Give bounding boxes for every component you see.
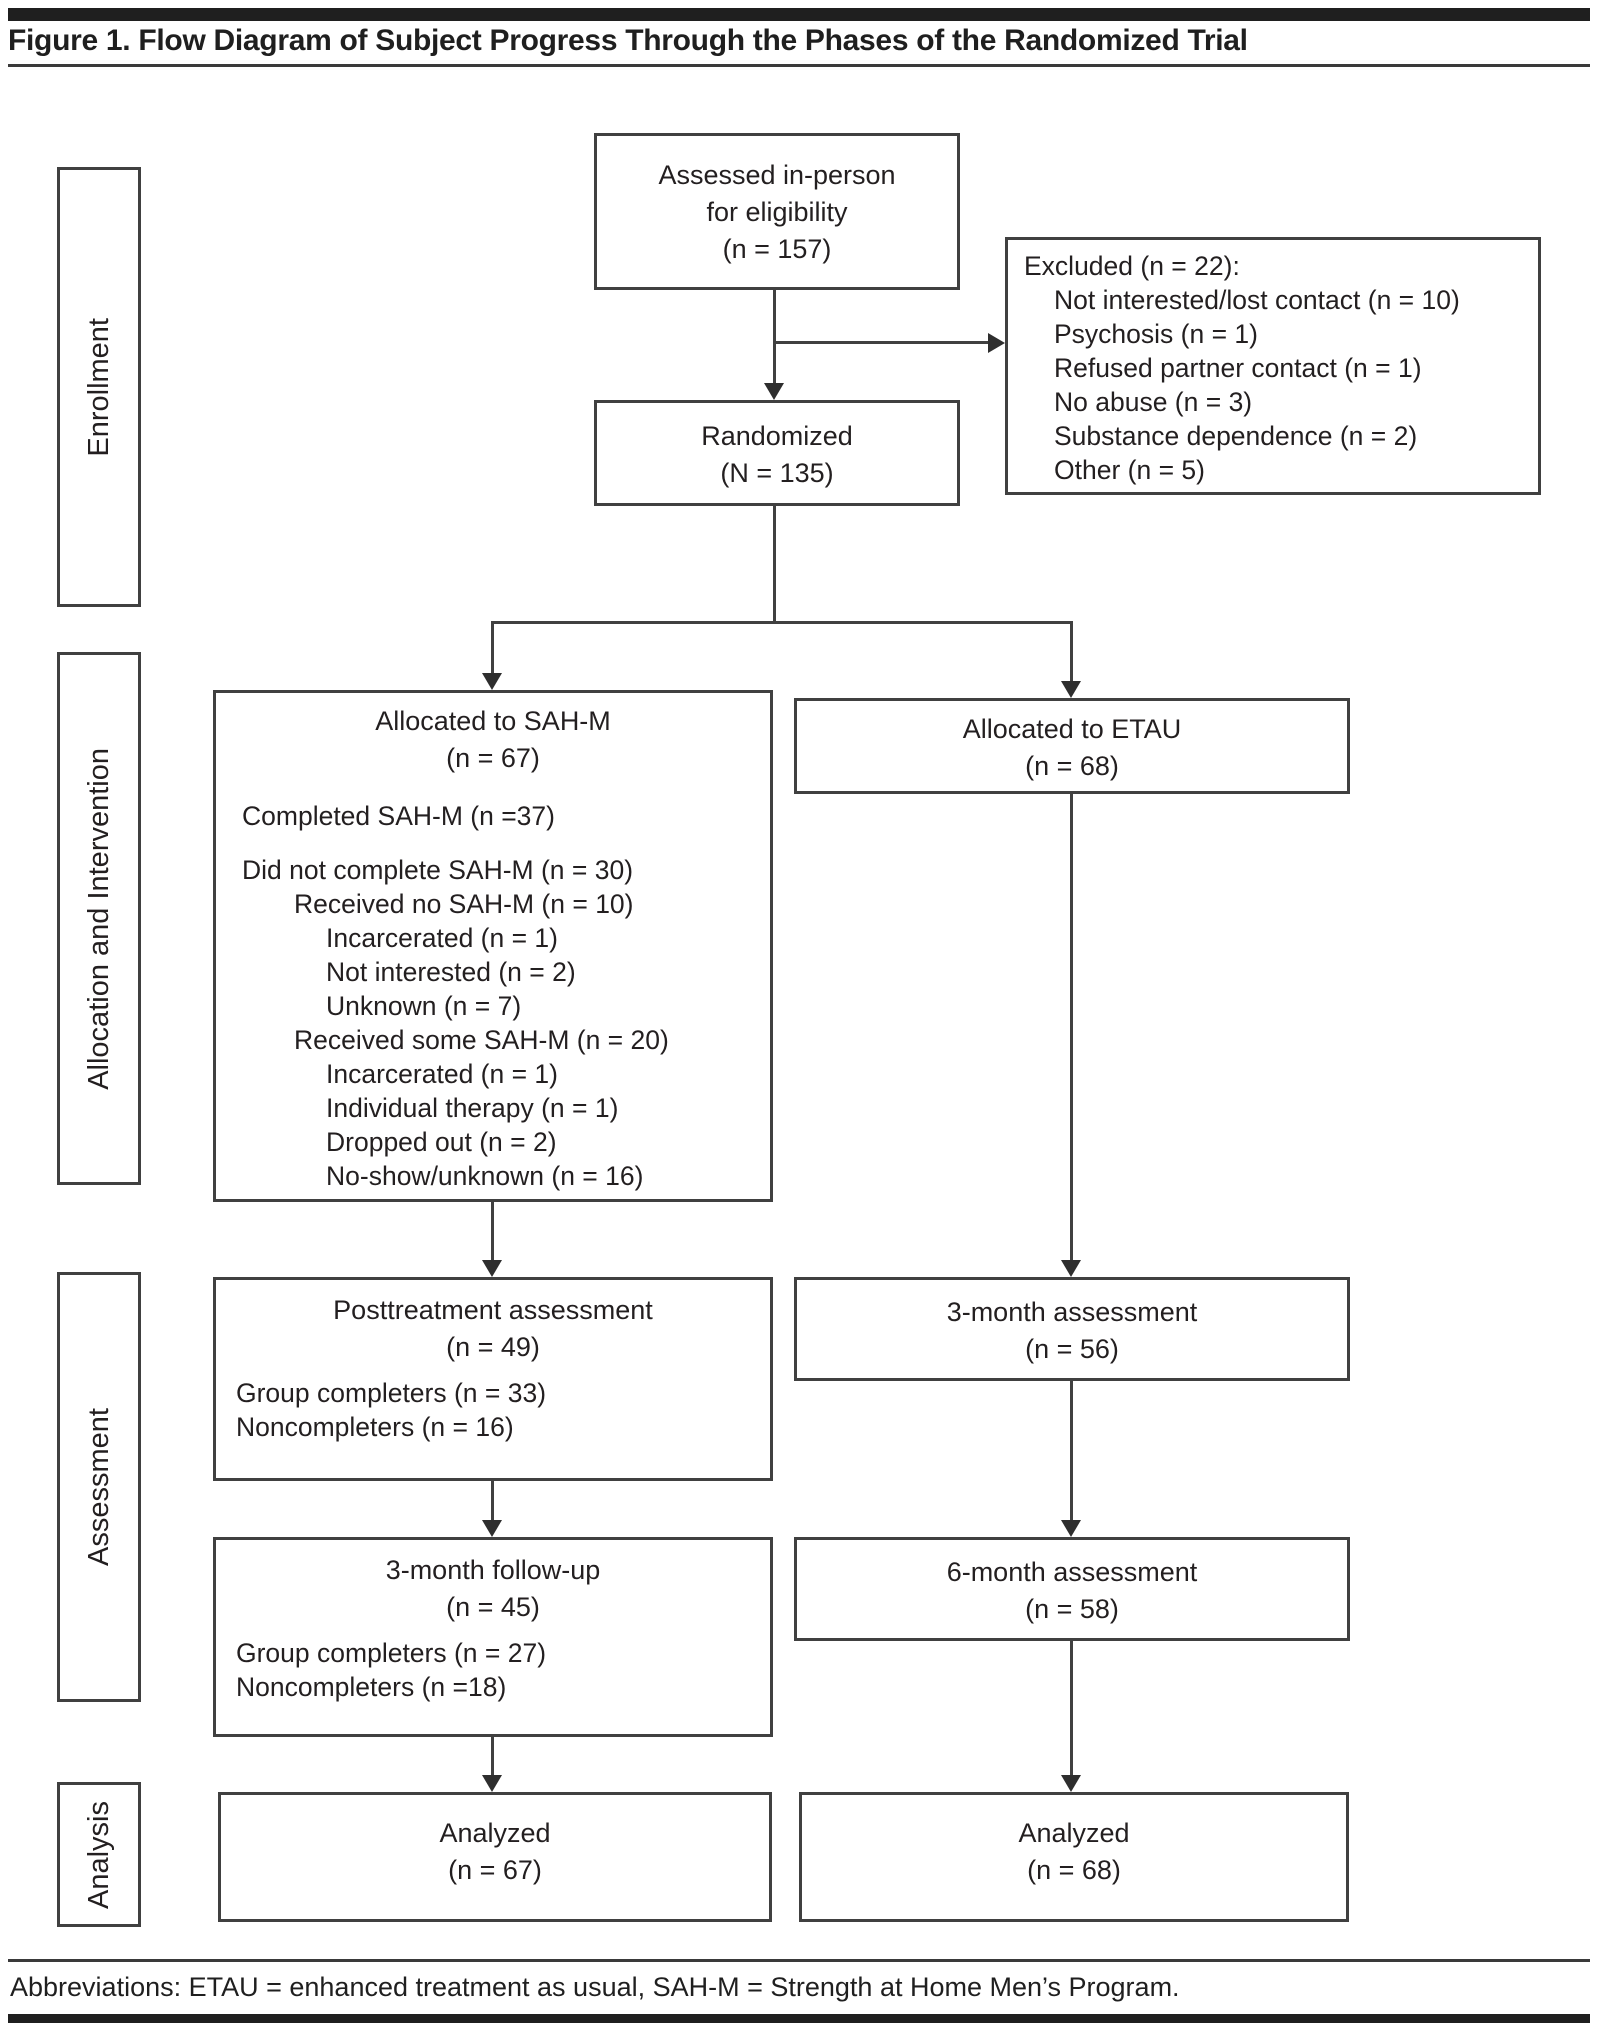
phase-box-enrollment: Enrollment: [57, 167, 141, 607]
flow-text-line: Refused partner contact (n = 1): [1054, 353, 1422, 383]
flow-text-line: Incarcerated (n = 1): [326, 923, 558, 953]
phase-box-analysis: Analysis: [57, 1782, 141, 1927]
arrowhead-sahm: [482, 673, 502, 690]
connector-followup-to-analyzed: [491, 1737, 494, 1778]
flow-text-line: Analyzed: [439, 1818, 551, 1848]
flow-text-line: 6-month assessment: [946, 1557, 1198, 1587]
top-black-bar: [8, 8, 1590, 21]
flow-text-line: Posttreatment assessment: [333, 1295, 653, 1325]
randomized-box: Randomized (N = 135): [594, 400, 960, 506]
flow-text-line: 3-month follow-up: [385, 1555, 601, 1585]
flow-text-line: Group completers (n = 33): [236, 1378, 547, 1408]
connector-3month-to-6month: [1070, 1381, 1073, 1523]
flow-text-line: No-show/unknown (n = 16): [326, 1161, 644, 1191]
abbreviations-note: Abbreviations: ETAU = enhanced treatment…: [10, 1972, 1180, 2002]
flow-text-line: Received some SAH-M (n = 20): [294, 1025, 669, 1055]
arrowhead-analyzed-left: [482, 1775, 502, 1792]
flow-text-line: (n = 45): [446, 1592, 540, 1622]
excluded-box: Excluded (n = 22): Not interested/lost co…: [1005, 237, 1541, 495]
connector-branch-right: [1070, 621, 1073, 684]
flow-text-line: Allocated to ETAU: [962, 714, 1182, 744]
title-rule: [8, 64, 1590, 67]
connector-sahm-to-posttreatment: [491, 1202, 494, 1263]
flow-text-line: Individual therapy (n = 1): [326, 1093, 619, 1123]
flow-text-line: Assessed in-person: [658, 160, 896, 190]
flow-text-line: (N = 135): [720, 458, 834, 488]
arrowhead-etau: [1061, 681, 1081, 698]
flow-text-line: Completed SAH-M (n =37): [242, 801, 555, 831]
flow-text-line: Excluded (n = 22):: [1024, 251, 1240, 281]
phase-label-enrollment: Enrollment: [82, 317, 115, 457]
assessed-eligibility-box: Assessed in-person for eligibility (n = 15…: [594, 133, 960, 290]
three-month-followup-box: 3-month follow-up (n = 45) Group complete…: [213, 1537, 773, 1737]
flow-text-line: (n = 58): [1025, 1594, 1119, 1624]
flow-text-line: Incarcerated (n = 1): [326, 1059, 558, 1089]
flow-text-line: Randomized: [701, 421, 853, 451]
phase-label-assessment: Assessment: [82, 1408, 115, 1566]
six-month-assessment-box: 6-month assessment (n = 58): [794, 1537, 1350, 1641]
flow-text-line: Not interested (n = 2): [326, 957, 576, 987]
flow-text-line: Dropped out (n = 2): [326, 1127, 557, 1157]
flow-text-line: (n = 49): [446, 1332, 540, 1362]
bottom-black-bar: [8, 2014, 1590, 2023]
arrowhead-randomized: [764, 383, 784, 400]
flow-text-line: Substance dependence (n = 2): [1054, 421, 1418, 451]
arrowhead-6month: [1061, 1520, 1081, 1537]
flow-text-line: (n = 67): [448, 1855, 542, 1885]
flow-text-line: Not interested/lost contact (n = 10): [1054, 285, 1460, 315]
posttreatment-assessment-box: Posttreatment assessment (n = 49) Group c…: [213, 1277, 773, 1481]
flow-text-line: Unknown (n = 7): [326, 991, 522, 1021]
flow-text-line: (n = 68): [1025, 751, 1119, 781]
connector-6month-to-analyzed: [1070, 1641, 1073, 1778]
connector-posttreatment-to-followup: [491, 1481, 494, 1523]
connector-branch-left: [491, 621, 494, 676]
phase-label-allocation: Allocation and Intervention: [82, 747, 115, 1090]
connector-to-excluded: [775, 341, 990, 344]
flow-text-line: (n = 68): [1027, 1855, 1121, 1885]
flow-text-line: No abuse (n = 3): [1054, 387, 1253, 417]
flow-text-line: Group completers (n = 27): [236, 1638, 547, 1668]
flow-text-line: Noncompleters (n = 16): [236, 1412, 514, 1442]
flow-text-line: (n = 56): [1025, 1334, 1119, 1364]
arrowhead-3month: [1061, 1260, 1081, 1277]
flow-text-line: Analyzed: [1018, 1818, 1130, 1848]
flow-text-line: Did not complete SAH-M (n = 30): [242, 855, 634, 885]
arrowhead-followup: [482, 1520, 502, 1537]
analyzed-etau-box: Analyzed (n = 68): [799, 1792, 1349, 1922]
three-month-assessment-box: 3-month assessment (n = 56): [794, 1277, 1350, 1381]
flow-text-line: [242, 833, 770, 853]
flow-text-line: (n = 157): [722, 234, 832, 264]
allocated-etau-box: Allocated to ETAU (n = 68): [794, 698, 1350, 794]
arrowhead-posttreatment: [482, 1260, 502, 1277]
flow-text-line: 3-month assessment: [946, 1297, 1198, 1327]
flow-text-line: Allocated to SAH-M: [375, 706, 611, 736]
flow-text-line: Other (n = 5): [1054, 455, 1205, 485]
connector-etau-to-3month: [1070, 794, 1073, 1263]
allocated-sahm-box: Allocated to SAH-M (n = 67) Completed SAH…: [213, 690, 773, 1202]
flow-text-line: (n = 67): [446, 743, 540, 773]
connector-assessed-to-randomized: [773, 290, 776, 386]
connector-randomized-down: [773, 506, 776, 624]
flow-text-line: Psychosis (n = 1): [1054, 319, 1258, 349]
figure-title: Figure 1. Flow Diagram of Subject Progre…: [8, 24, 1248, 57]
phase-label-analysis: Analysis: [82, 1800, 115, 1909]
phase-box-allocation: Allocation and Intervention: [57, 652, 141, 1185]
phase-box-assessment: Assessment: [57, 1272, 141, 1702]
footer-rule: [8, 1959, 1590, 1962]
analyzed-sahm-box: Analyzed (n = 67): [218, 1792, 772, 1922]
flow-text-line: for eligibility: [706, 197, 848, 227]
arrowhead-excluded: [988, 333, 1005, 353]
flow-text-line: Noncompleters (n =18): [236, 1672, 507, 1702]
flow-text-line: Received no SAH-M (n = 10): [294, 889, 634, 919]
flow-text-line: [242, 779, 770, 799]
connector-branch-horizontal: [491, 621, 1072, 624]
arrowhead-analyzed-right: [1061, 1775, 1081, 1792]
